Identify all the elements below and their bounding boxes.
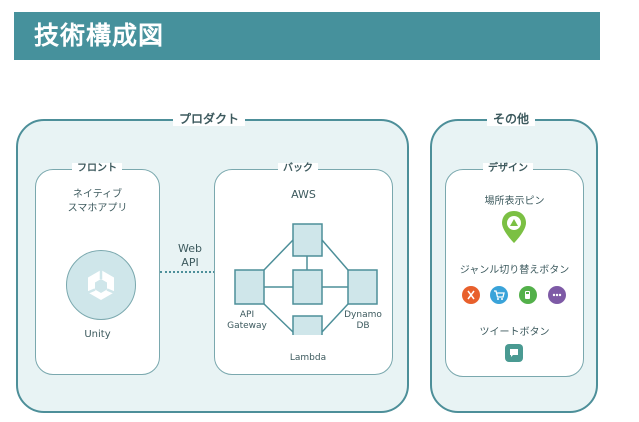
api-gateway-label-2: Gateway: [227, 321, 267, 331]
speech-bubble-icon: [508, 347, 520, 359]
dynamodb-label-1: Dynamo: [344, 310, 382, 320]
product-panel-label: プロダクト: [173, 112, 246, 126]
aws-edges: [263, 239, 349, 333]
unity-logo-icon: [83, 267, 119, 303]
other-panel-label: その他: [487, 112, 536, 126]
native-app-label-1: ネイティブ: [72, 189, 123, 200]
genre-shop-button[interactable]: [490, 286, 508, 304]
map-pin-icon: [500, 210, 528, 244]
more-dots-icon: [551, 289, 563, 301]
gas-pump-icon: [522, 289, 534, 301]
back-panel-label: バック: [278, 163, 318, 175]
dynamodb-label-2: DB: [356, 321, 370, 331]
native-app-label-2: スマホアプリ: [67, 203, 128, 214]
genre-title: ジャンル切り替えボタン: [459, 265, 570, 276]
api-gateway-node: [234, 269, 265, 305]
lambda-node-middle: [292, 269, 323, 305]
web-api-label-1: Web: [178, 242, 202, 255]
web-api-connector: [160, 271, 215, 273]
unity-label: Unity: [84, 329, 111, 340]
aws-label: AWS: [291, 188, 316, 201]
lambda-node-bottom: [292, 315, 323, 335]
pin-title: 場所表示ピン: [484, 196, 545, 207]
unity-node: [66, 250, 136, 320]
title-bar: [14, 12, 600, 60]
design-panel-label: デザイン: [483, 163, 533, 175]
lambda-label: Lambda: [289, 353, 327, 363]
page-title: 技術構成図: [34, 21, 165, 50]
api-gateway-label-1: API: [239, 310, 255, 320]
fork-knife-icon: [465, 289, 477, 301]
genre-fuel-button[interactable]: [519, 286, 537, 304]
front-panel-label: フロント: [72, 163, 122, 175]
aws-architecture-diagram: [230, 220, 380, 335]
tweet-title: ツイートボタン: [479, 327, 550, 338]
shopping-cart-icon: [493, 289, 505, 301]
genre-food-button[interactable]: [462, 286, 480, 304]
web-api-label-2: API: [181, 256, 199, 269]
design-panel: [445, 169, 584, 377]
dynamodb-node: [347, 269, 378, 305]
genre-more-button[interactable]: [548, 286, 566, 304]
lambda-node-top: [292, 223, 323, 257]
tweet-button[interactable]: [505, 344, 523, 362]
